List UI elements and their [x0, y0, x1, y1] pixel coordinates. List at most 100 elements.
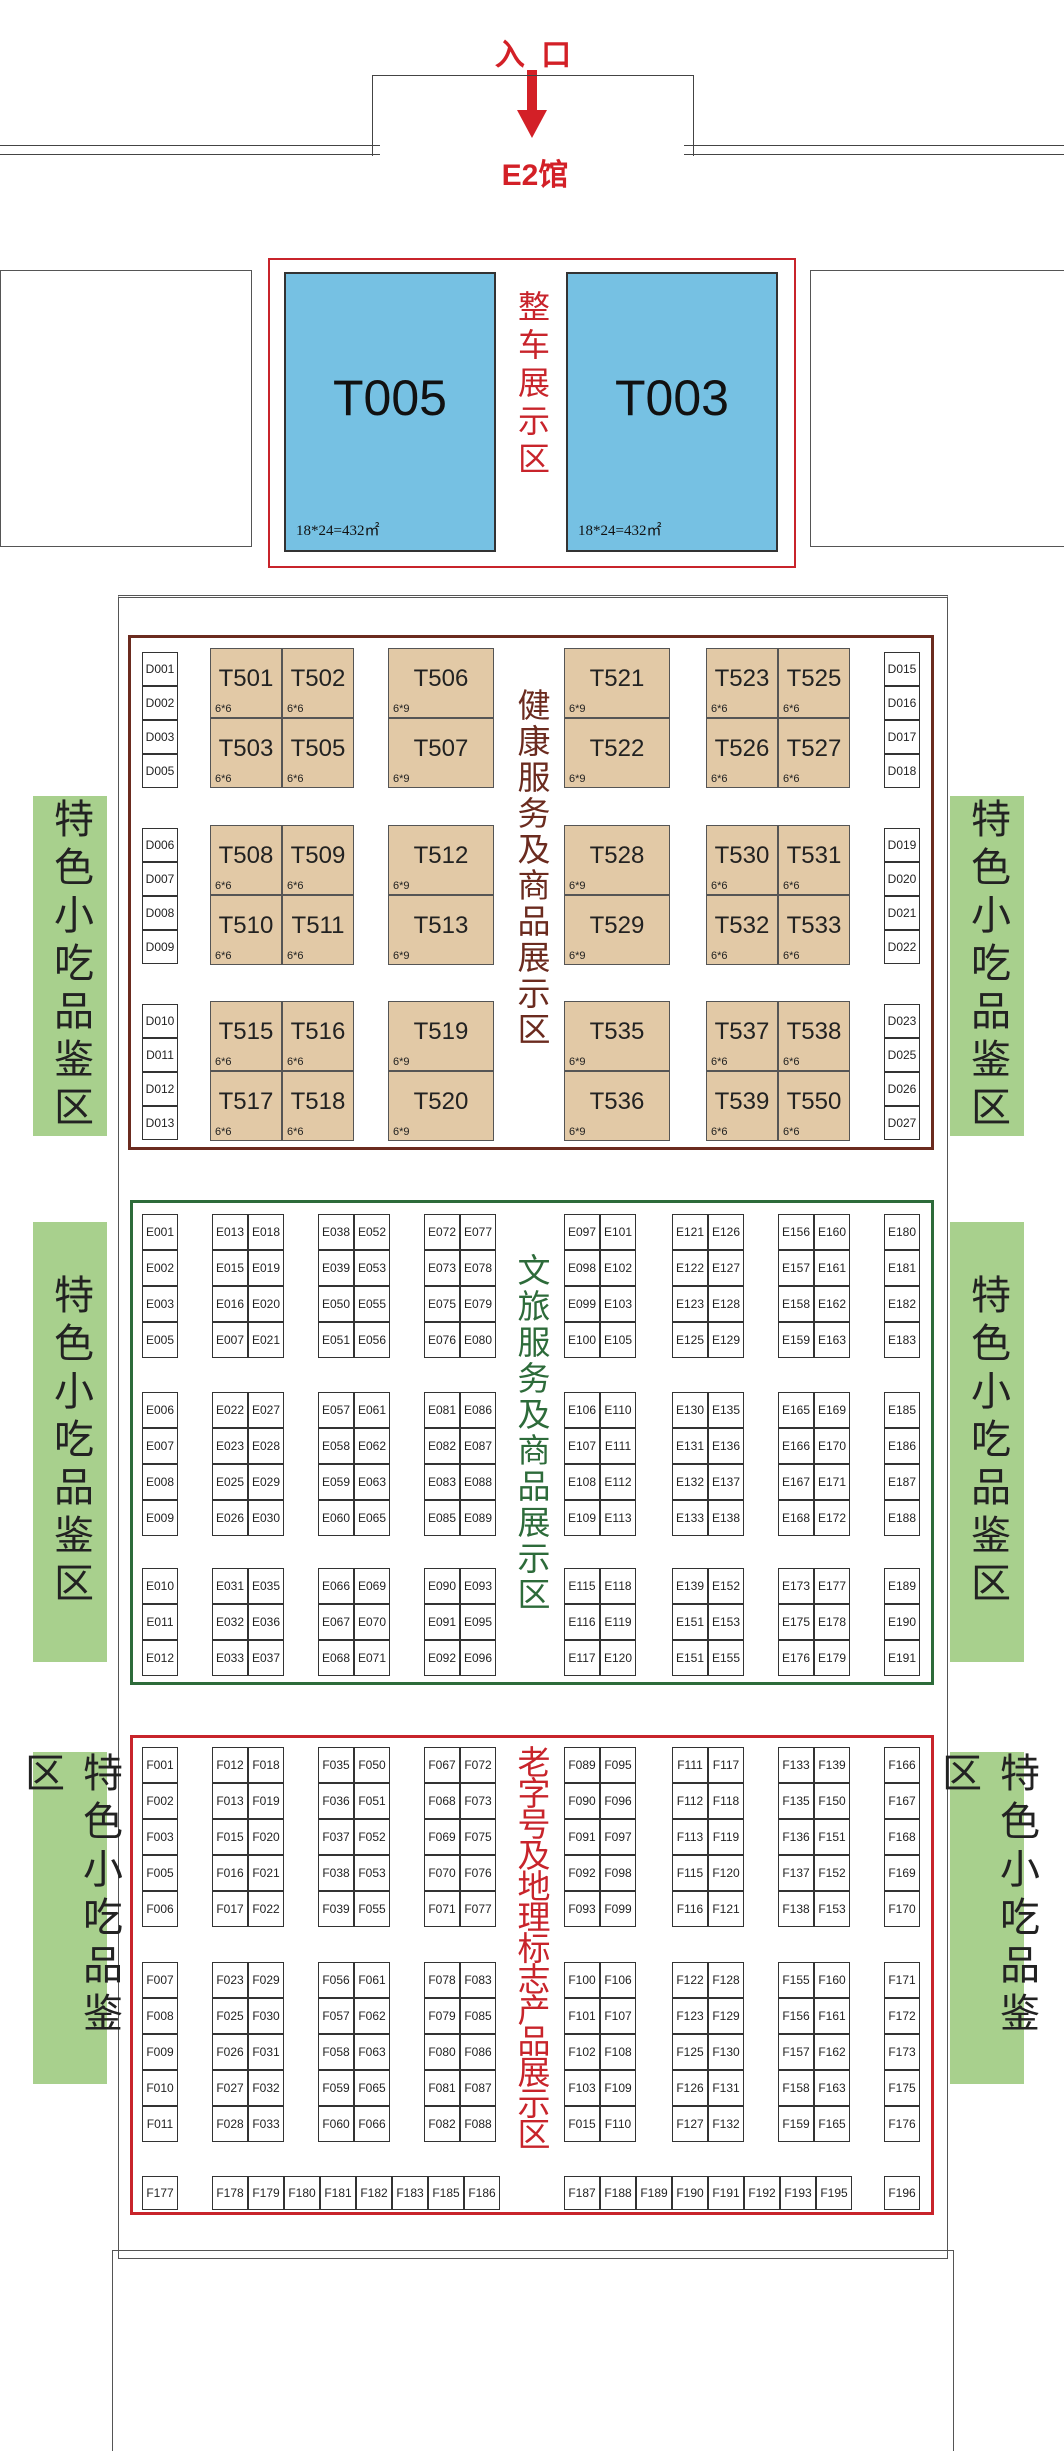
d-booth[interactable]: D006 — [142, 828, 178, 862]
f-booth[interactable]: F111 — [672, 1747, 708, 1783]
e-booth[interactable]: E151 — [672, 1640, 708, 1676]
f-booth[interactable]: F156 — [778, 1998, 814, 2034]
f-booth[interactable]: F107 — [600, 1998, 636, 2034]
f-booth[interactable]: F037 — [318, 1819, 354, 1855]
e-booth[interactable]: E136 — [708, 1428, 744, 1464]
f-booth[interactable]: F090 — [564, 1783, 600, 1819]
f-booth[interactable]: F076 — [460, 1855, 496, 1891]
f-booth[interactable]: F167 — [884, 1783, 920, 1819]
f-booth[interactable]: F051 — [354, 1783, 390, 1819]
f-booth[interactable]: F098 — [600, 1855, 636, 1891]
e-booth[interactable]: E088 — [460, 1464, 496, 1500]
f-booth[interactable]: F183 — [392, 2176, 428, 2210]
f-booth[interactable]: F152 — [814, 1855, 850, 1891]
e-booth[interactable]: E002 — [142, 1250, 178, 1286]
d-booth[interactable]: D025 — [884, 1038, 920, 1072]
e-booth[interactable]: E096 — [460, 1640, 496, 1676]
e-booth[interactable]: E058 — [318, 1428, 354, 1464]
d-booth[interactable]: D013 — [142, 1106, 178, 1140]
f-booth[interactable]: F055 — [354, 1891, 390, 1927]
e-booth[interactable]: E072 — [424, 1214, 460, 1250]
f-booth[interactable]: F192 — [744, 2176, 780, 2210]
e-booth[interactable]: E026 — [212, 1500, 248, 1536]
f-booth[interactable]: F126 — [672, 2070, 708, 2106]
f-booth[interactable]: F025 — [212, 1998, 248, 2034]
f-booth[interactable]: F082 — [424, 2106, 460, 2142]
e-booth[interactable]: E123 — [672, 1286, 708, 1322]
e-booth[interactable]: E073 — [424, 1250, 460, 1286]
e-booth[interactable]: E163 — [814, 1322, 850, 1358]
f-booth[interactable]: F158 — [778, 2070, 814, 2106]
e-booth[interactable]: E175 — [778, 1604, 814, 1640]
f-booth[interactable]: F033 — [248, 2106, 284, 2142]
f-booth[interactable]: F101 — [564, 1998, 600, 2034]
f-booth[interactable]: F161 — [814, 1998, 850, 2034]
e-booth[interactable]: E090 — [424, 1568, 460, 1604]
f-booth[interactable]: F135 — [778, 1783, 814, 1819]
e-booth[interactable]: E128 — [708, 1286, 744, 1322]
f-booth[interactable]: F085 — [460, 1998, 496, 2034]
e-booth[interactable]: E131 — [672, 1428, 708, 1464]
e-booth[interactable]: E061 — [354, 1392, 390, 1428]
f-booth[interactable]: F081 — [424, 2070, 460, 2106]
e-booth[interactable]: E161 — [814, 1250, 850, 1286]
f-booth[interactable]: F191 — [708, 2176, 744, 2210]
d-booth[interactable]: D021 — [884, 896, 920, 930]
f-booth[interactable]: F032 — [248, 2070, 284, 2106]
f-booth[interactable]: F102 — [564, 2034, 600, 2070]
f-booth[interactable]: F115 — [672, 1855, 708, 1891]
f-booth[interactable]: F168 — [884, 1819, 920, 1855]
e-booth[interactable]: E180 — [884, 1214, 920, 1250]
e-booth[interactable]: E187 — [884, 1464, 920, 1500]
e-booth[interactable]: E191 — [884, 1640, 920, 1676]
d-booth[interactable]: D026 — [884, 1072, 920, 1106]
f-booth[interactable]: F181 — [320, 2176, 356, 2210]
e-booth[interactable]: E015 — [212, 1250, 248, 1286]
e-booth[interactable]: E165 — [778, 1392, 814, 1428]
f-booth[interactable]: F015 — [212, 1819, 248, 1855]
e-booth[interactable]: E020 — [248, 1286, 284, 1322]
f-booth[interactable]: F017 — [212, 1891, 248, 1927]
f-booth[interactable]: F088 — [460, 2106, 496, 2142]
f-booth[interactable]: F153 — [814, 1891, 850, 1927]
e-booth[interactable]: E076 — [424, 1322, 460, 1358]
e-booth[interactable]: E079 — [460, 1286, 496, 1322]
f-booth[interactable]: F079 — [424, 1998, 460, 2034]
f-booth[interactable]: F057 — [318, 1998, 354, 2034]
f-booth[interactable]: F020 — [248, 1819, 284, 1855]
f-booth[interactable]: F150 — [814, 1783, 850, 1819]
e-booth[interactable]: E062 — [354, 1428, 390, 1464]
f-booth[interactable]: F178 — [212, 2176, 248, 2210]
e-booth[interactable]: E106 — [564, 1392, 600, 1428]
f-booth[interactable]: F008 — [142, 1998, 178, 2034]
e-booth[interactable]: E171 — [814, 1464, 850, 1500]
e-booth[interactable]: E007 — [212, 1322, 248, 1358]
f-booth[interactable]: F171 — [884, 1962, 920, 1998]
f-booth[interactable]: F108 — [600, 2034, 636, 2070]
d-booth[interactable]: D015 — [884, 652, 920, 686]
e-booth[interactable]: E010 — [142, 1568, 178, 1604]
e-booth[interactable]: E082 — [424, 1428, 460, 1464]
f-booth[interactable]: F131 — [708, 2070, 744, 2106]
d-booth[interactable]: D012 — [142, 1072, 178, 1106]
e-booth[interactable]: E069 — [354, 1568, 390, 1604]
f-booth[interactable]: F170 — [884, 1891, 920, 1927]
f-booth[interactable]: F069 — [424, 1819, 460, 1855]
e-booth[interactable]: E115 — [564, 1568, 600, 1604]
e-booth[interactable]: E157 — [778, 1250, 814, 1286]
